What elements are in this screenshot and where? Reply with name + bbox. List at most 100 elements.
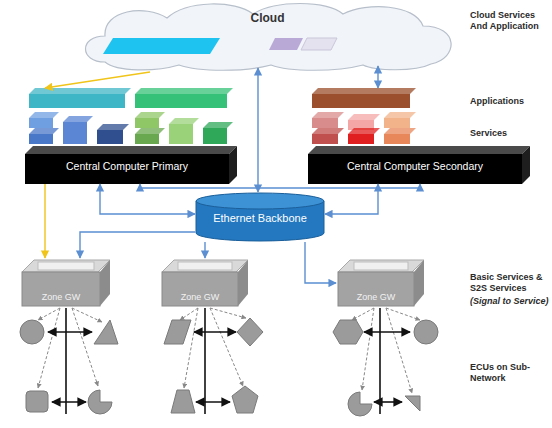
cloud-service-block [269,38,303,50]
service-block [312,134,338,144]
service-block-top [384,128,416,134]
slab-side [522,146,530,184]
side-label: Basic Services & S2S Services [470,272,552,295]
cloud: Cloud [75,0,460,72]
dashed-link [386,308,420,320]
ecu-hexagon [333,320,363,344]
ethernet-backbone: Ethernet Backbone [195,192,325,242]
zone-front [338,272,414,306]
dashed-link [210,308,246,318]
application-block-top [29,88,131,94]
ecu-diamond [237,318,263,346]
service-block-top [384,112,416,118]
zone-top [22,260,110,272]
service-block [348,134,374,144]
zone-front [22,272,100,306]
ecu-pentagon [232,386,258,413]
node-text: Central Computer Primary [25,160,229,172]
service-block [384,118,410,128]
service-block [97,130,123,144]
service-block [384,134,410,144]
connector-line [100,184,195,214]
application-block [135,94,227,108]
slab-top [308,146,530,154]
dashed-link [362,308,374,390]
service-block-top [169,118,199,124]
zone-module [178,262,232,270]
service-block-top [97,124,129,130]
bus-line [204,308,206,414]
node-text: Zone GW [338,292,414,302]
service-block-top [348,128,380,134]
zone-side [414,260,424,306]
dashed-link [180,308,198,320]
ecu-triangle [94,320,118,344]
node-text: Zone GW [162,292,238,302]
zone-gateway: Zone GW [160,258,250,308]
application-block-top [135,88,233,94]
ecu-parallelogram [164,320,191,344]
side-label: ECUs on Sub-Network [470,362,542,385]
ecu-square [26,391,48,412]
service-block-top [29,112,59,118]
cylinder-top [196,193,324,209]
bus-arrow [48,331,92,333]
dashed-link [352,308,374,320]
service-block-top [312,128,344,134]
central-computer: Central Computer Primary [25,88,237,184]
service-block-top [135,128,165,134]
node-text: Cloud [75,12,460,26]
zone-top [162,260,248,272]
slab-front [25,154,229,184]
dashed-link [72,308,102,322]
zone-module [354,262,408,270]
connector-line [45,72,150,88]
service-block [29,134,53,144]
slab-side [229,146,237,184]
bus-line [65,308,67,414]
service-block [169,124,193,144]
zone-gateway: Zone GW [20,258,112,308]
dashed-link [38,308,60,388]
bus-line [379,308,381,414]
side-label: Services [470,128,552,139]
ecu-trapezoid [171,390,195,413]
zone-side [100,260,110,306]
service-block-top [312,112,344,118]
zone-front [162,272,238,306]
bus-arrow [374,401,402,403]
cloud-shape [75,0,460,72]
service-block-top [63,116,93,122]
ecu-shapes [20,318,438,416]
service-block [29,118,53,128]
zone-side [238,260,248,306]
slab-top [25,146,237,154]
dashed-link [72,308,98,386]
cloud-service-block [301,38,337,50]
connector-line [305,242,336,283]
connector-line [257,68,258,192]
zone-module [38,262,94,270]
node-text: Zone GW [22,292,100,302]
slab-front [308,154,522,184]
ecu-wedge [405,396,420,411]
dashed-link [210,308,243,386]
service-block [135,118,159,128]
ecu-pie [88,390,112,414]
connector-line [80,232,195,258]
zone-gateway: Zone GW [336,258,426,308]
bus-arrow [52,401,86,403]
node-text: Central Computer Secondary [308,160,522,172]
service-block [135,134,159,144]
connector-line [377,66,378,88]
node-text: Ethernet Backbone [195,212,325,225]
dashed-links [38,308,420,393]
side-label: Applications [470,96,552,107]
application-block [29,94,125,108]
application-block-top [312,88,416,94]
connector-line [204,242,205,258]
bus-arrow [364,331,410,333]
connector-line [325,184,378,214]
